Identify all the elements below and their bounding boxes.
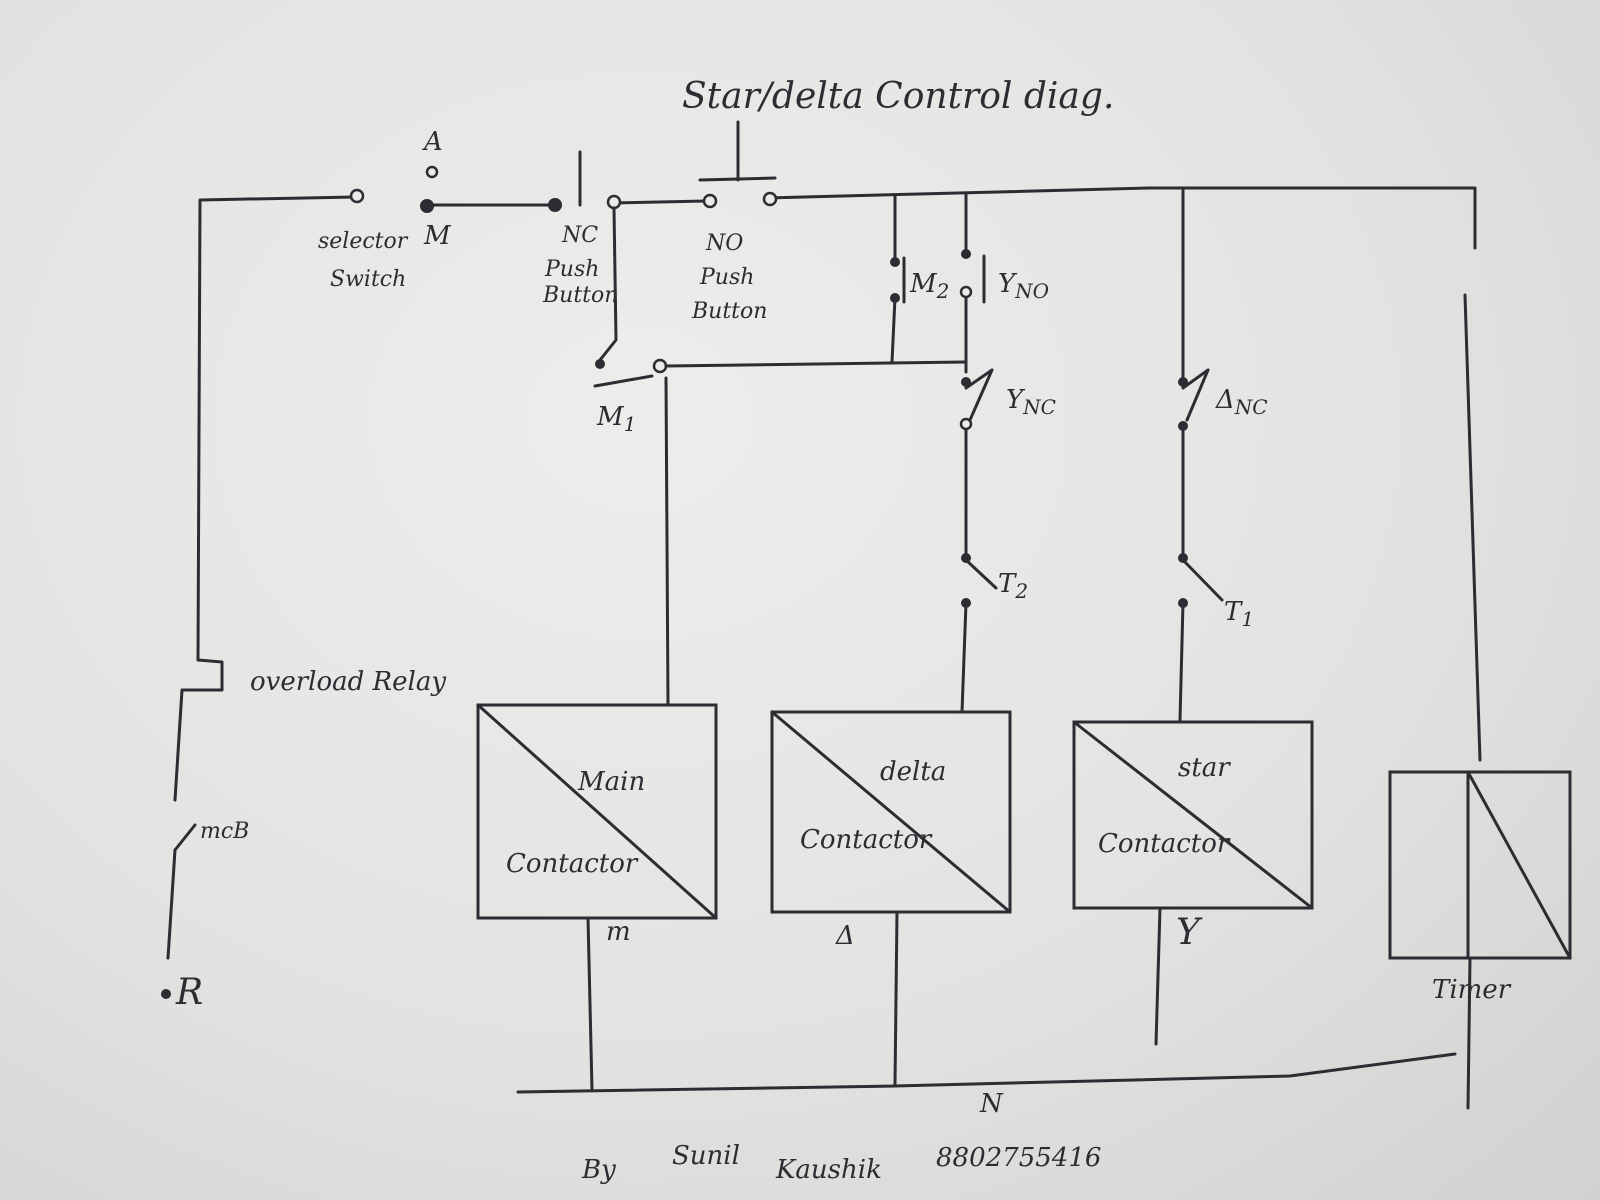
- t1-terminal-bottom: [1178, 598, 1188, 608]
- nc-down-wire: [598, 206, 618, 362]
- m2-terminal-top: [890, 257, 900, 267]
- timer-diagonal: [1466, 770, 1572, 960]
- main-contactor-mark: m: [606, 917, 631, 947]
- nc-label-line1: NC: [561, 223, 598, 248]
- nc-label-line2: Push: [544, 257, 599, 282]
- yno-label: YNO: [998, 269, 1049, 303]
- selector-label-m: M: [423, 221, 452, 251]
- diagram-title: Star/delta Control diag.: [682, 76, 1114, 117]
- delta-contactor-mark: Δ: [835, 921, 855, 951]
- signature-first-name: Sunil: [672, 1141, 740, 1171]
- mcb-switch: [173, 823, 197, 852]
- star-contactor-box: [1072, 720, 1314, 910]
- main-contactor-name: Main: [577, 767, 645, 797]
- m1-contact-blade: [593, 374, 654, 388]
- delta-contactor-name: delta: [880, 757, 946, 787]
- selector-label-a: A: [422, 127, 443, 157]
- left-line-wire: [173, 195, 357, 802]
- timer-feed-wire: [1463, 293, 1482, 762]
- m1-terminal-right: [652, 358, 668, 374]
- star-contactor-name: star: [1178, 753, 1231, 783]
- dnc-branch-wire: [1178, 188, 1185, 722]
- mcb-lower-wire: [166, 848, 177, 960]
- mcb-label: mcB: [200, 819, 249, 844]
- selector-terminal-in: [349, 188, 365, 204]
- no-button-terminal-right: [762, 191, 778, 207]
- t2-terminal-bottom: [961, 598, 971, 608]
- dnc-label: ΔNC: [1215, 385, 1268, 419]
- signature-phone: 8802755416: [936, 1143, 1101, 1173]
- neutral-label: N: [979, 1089, 1004, 1119]
- selector-terminal-a: [425, 165, 439, 179]
- t1-contact-blade: [1181, 558, 1224, 602]
- main-contactor-word: Contactor: [506, 849, 639, 879]
- yno-terminal-top: [961, 249, 971, 259]
- main-contactor-neutral-wire: [586, 916, 594, 1092]
- no-button-bridge: [698, 176, 777, 182]
- top-bus-wire: [426, 186, 1477, 250]
- no-label-line3: Button: [691, 299, 767, 324]
- t1-label: T1: [1224, 597, 1254, 631]
- selector-label-line1: selector: [318, 229, 409, 254]
- no-label-line2: Push: [699, 265, 754, 290]
- yno-terminal-bottom: [959, 285, 973, 299]
- dnc-contact-blade: [1181, 368, 1210, 422]
- ync-terminal-bottom: [959, 417, 973, 431]
- ync-label: YNC: [1006, 385, 1056, 419]
- delta-contactor-diagonal: [770, 710, 1012, 914]
- nc-button-terminal-right: [606, 194, 622, 210]
- selector-terminal-m: [420, 199, 434, 213]
- m2-branch-wire: [890, 194, 897, 364]
- t2-contact-blade: [964, 558, 998, 590]
- main-coil-feed-wire: [664, 360, 968, 707]
- star-contactor-neutral-wire: [1154, 906, 1162, 1046]
- neutral-bus-wire: [516, 1052, 1457, 1094]
- no-label-line1: NO: [705, 231, 743, 256]
- m2-terminal-bottom: [890, 293, 900, 303]
- signature-last-name: Kaushik: [775, 1155, 882, 1185]
- t2-branch-wire: [960, 428, 968, 714]
- m2-label: M2: [909, 269, 949, 303]
- overload-relay-label: overload Relay: [250, 667, 446, 697]
- timer-box: [1388, 770, 1572, 960]
- nc-button-terminal-left: [548, 198, 562, 212]
- no-button-terminal-left: [702, 193, 718, 209]
- r-label: R: [175, 972, 203, 1013]
- timer-neutral-wire: [1466, 956, 1472, 1110]
- star-contactor-mark: Y: [1176, 912, 1203, 953]
- m1-terminal-left: [595, 359, 605, 369]
- delta-contactor-box: [770, 710, 1012, 914]
- selector-label-line2: Switch: [330, 267, 406, 292]
- main-contactor-diagonal: [476, 703, 718, 920]
- dnc-terminal-bottom: [1178, 421, 1188, 431]
- timer-label: Timer: [1432, 975, 1512, 1005]
- star-contactor-word: Contactor: [1098, 829, 1231, 859]
- m1-label: M1: [596, 402, 636, 436]
- delta-contactor-word: Contactor: [800, 825, 933, 855]
- delta-contactor-neutral-wire: [893, 910, 899, 1086]
- signature-by: By: [581, 1155, 616, 1185]
- star-contactor-diagonal: [1072, 720, 1314, 910]
- ync-contact-blade: [964, 368, 994, 422]
- r-terminal: [161, 989, 171, 999]
- nc-label-line3: Button: [542, 283, 618, 308]
- t2-label: T2: [998, 569, 1028, 603]
- main-contactor-box: [476, 703, 718, 920]
